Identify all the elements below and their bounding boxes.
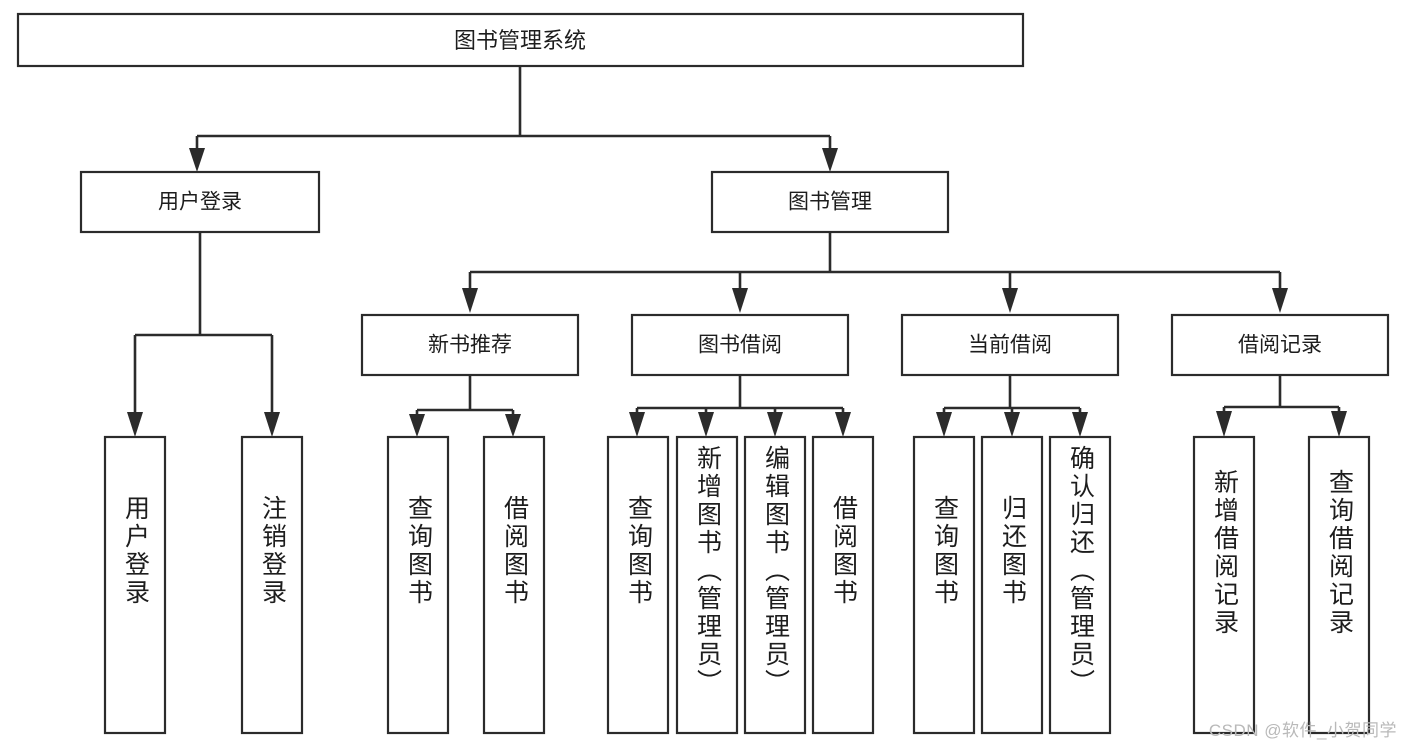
- leaf-box-borrow-book-2[interactable]: [811, 435, 875, 735]
- leaf-box-query-book-1[interactable]: [386, 435, 450, 735]
- arrow-head-icon: [767, 412, 783, 437]
- arrow-head-icon: [462, 288, 478, 313]
- node-new-book-recommend-box: [360, 313, 580, 377]
- arrow-head-icon: [835, 412, 851, 437]
- arrow-head-icon: [1331, 411, 1347, 437]
- node-root[interactable]: 图书管理系统: [16, 12, 1025, 68]
- arrow-head-icon: [822, 148, 838, 172]
- arrow-head-icon: [1216, 411, 1232, 437]
- leaf-box-query-book-3[interactable]: [912, 435, 976, 735]
- leaf-box-edit-book-admin[interactable]: [743, 435, 807, 735]
- leaf-box-logout[interactable]: [240, 435, 304, 735]
- leaf-box-return-book[interactable]: [980, 435, 1044, 735]
- leaf-box-confirm-return-admin[interactable]: [1048, 435, 1112, 735]
- node-book-management[interactable]: 图书管理: [710, 170, 950, 234]
- node-user-login-box: [79, 170, 321, 234]
- arrow-head-icon: [1002, 288, 1018, 313]
- arrow-head-icon: [264, 412, 280, 437]
- node-root-box: [16, 12, 1025, 68]
- node-current-borrow[interactable]: 当前借阅: [900, 313, 1120, 377]
- node-current-borrow-label: 当前借阅: [968, 334, 1052, 357]
- leaf-box-query-book-2[interactable]: [606, 435, 670, 735]
- node-current-borrow-box: [900, 313, 1120, 377]
- connector-new-book-recommend-to-leaves: [409, 375, 521, 437]
- leaf-box-borrow-book-1[interactable]: [482, 435, 546, 735]
- arrow-head-icon: [698, 412, 714, 437]
- node-borrow-record[interactable]: 借阅记录: [1170, 313, 1390, 377]
- connector-book-management-to-level3: [462, 232, 1288, 313]
- node-book-borrow[interactable]: 图书借阅: [630, 313, 850, 377]
- csdn-watermark: CSDN @软件_小贺同学: [1208, 721, 1397, 740]
- arrow-head-icon: [629, 412, 645, 437]
- arrow-head-icon: [936, 412, 952, 437]
- node-new-book-recommend-label: 新书推荐: [428, 334, 512, 357]
- node-book-borrow-label: 图书借阅: [698, 334, 782, 357]
- connector-user-login-to-leaves: [127, 232, 280, 437]
- node-root-label: 图书管理系统: [454, 28, 586, 53]
- arrow-head-icon: [409, 414, 425, 437]
- connector-borrow-record-to-leaves: [1216, 375, 1347, 437]
- leaf-box-user-login[interactable]: [103, 435, 167, 735]
- leaf-box-add-borrow-record[interactable]: [1192, 435, 1256, 735]
- arrow-head-icon: [505, 414, 521, 437]
- arrow-head-icon: [732, 288, 748, 313]
- arrow-head-icon: [189, 148, 205, 172]
- node-book-management-label: 图书管理: [788, 191, 872, 214]
- node-new-book-recommend[interactable]: 新书推荐: [360, 313, 580, 377]
- node-user-login-label: 用户登录: [158, 191, 242, 214]
- arrow-head-icon: [1272, 288, 1288, 313]
- leaf-box-query-borrow-record[interactable]: [1307, 435, 1371, 735]
- connector-root-to-level2: [189, 66, 838, 172]
- connector-book-borrow-to-leaves: [629, 375, 851, 437]
- node-borrow-record-label: 借阅记录: [1238, 334, 1322, 357]
- leaf-box-add-book-admin[interactable]: [675, 435, 739, 735]
- connector-current-borrow-to-leaves: [936, 375, 1088, 437]
- arrow-head-icon: [1004, 412, 1020, 437]
- node-user-login[interactable]: 用户登录: [79, 170, 321, 234]
- arrow-head-icon: [1072, 412, 1088, 437]
- arrow-head-icon: [127, 412, 143, 437]
